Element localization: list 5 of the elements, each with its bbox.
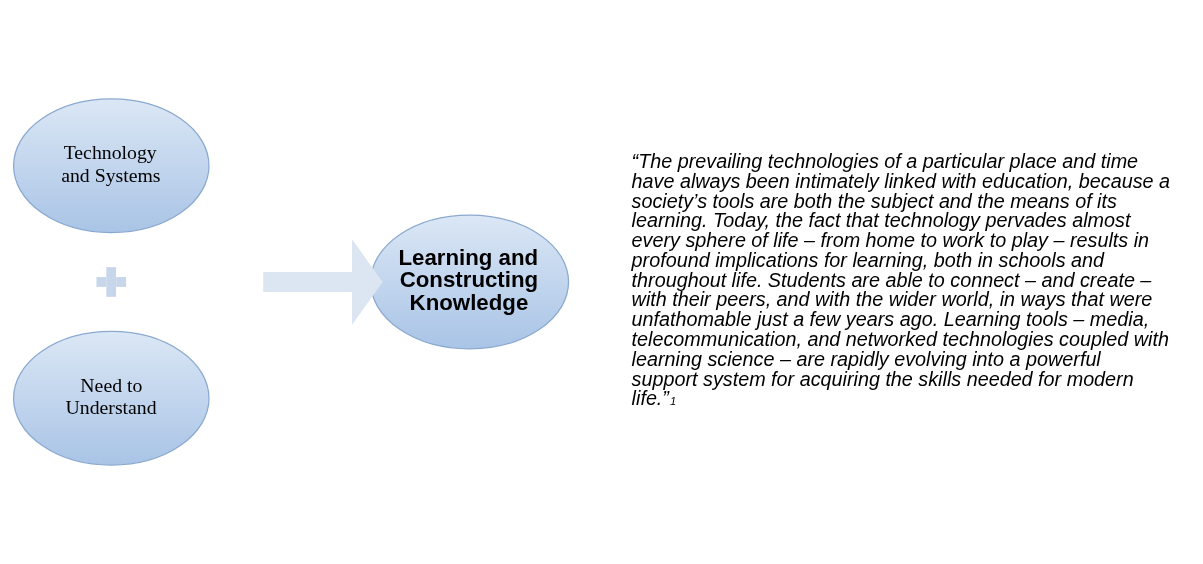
label: “The prevailing technologies of a particular place and time have always been intimately linked with education, because a society’s tools are both the subject and the means of its learning. Today, the fact that technology pervades almost every sphere of life – from home to work to play – results in profound implications for learning, both in schools and throughout life. Students are able to connect – and create – with their peers, and with the wider world, in ways that were unfathomable just a few years ago. Learning tools – media, telecommunication, and networked technologies coupled with learning science – are rapidly evolving into a powerful support system for acquiring the skills needed for modern life.”1 (631, 149, 1171, 410)
node-ellipse: Need to Understand (12, 330, 210, 466)
arrow (263, 239, 383, 325)
node-ellipse: Learning and Constructing Knowledge (370, 214, 570, 350)
node-ellipse: Technology and Systems (12, 98, 210, 234)
